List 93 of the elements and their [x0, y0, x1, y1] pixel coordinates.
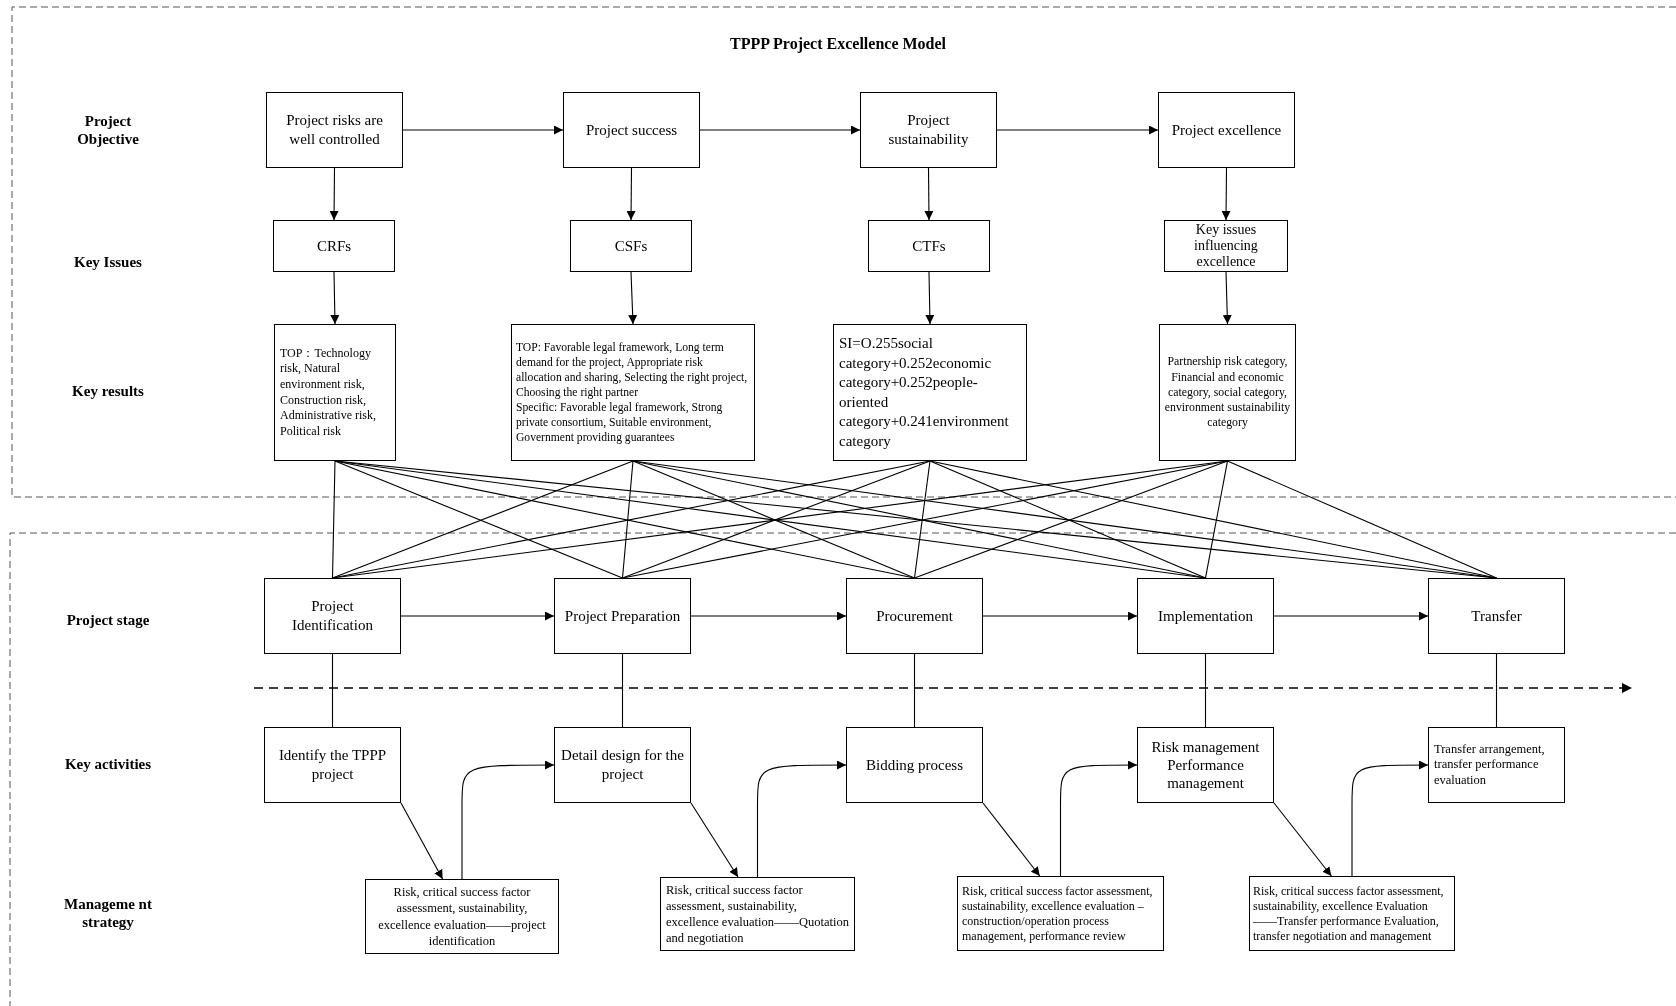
process-box: [957, 876, 1164, 951]
process-box: [563, 92, 700, 168]
arrow: [402, 125, 564, 135]
connector-line: [331, 460, 336, 579]
arrow: [690, 802, 739, 878]
row-label: Key results: [71, 382, 145, 400]
process-box: [511, 324, 755, 461]
box-text: Project Identification: [291, 597, 374, 635]
arrow: [982, 611, 1138, 621]
connector-line: [913, 653, 916, 728]
connector-line: [1226, 460, 1498, 579]
box-text: Project sustainability: [887, 111, 970, 149]
box-text: Key issues influencing excellence: [1193, 221, 1259, 271]
process-box: [1159, 324, 1296, 461]
row-label: Key activities: [63, 755, 153, 773]
row-label: Project stage: [65, 611, 151, 629]
process-box: [1428, 578, 1565, 654]
box-text: CTFs: [911, 237, 947, 255]
box-text: Transfer: [1470, 606, 1523, 626]
box-text: Risk, critical success factor assessment, sustainability, excellence evaluation——project identification: [377, 884, 547, 949]
process-box: [1158, 92, 1295, 168]
process-box: [1249, 876, 1455, 951]
box-text: Project excellence: [1170, 120, 1283, 140]
row-label: Project Objective: [76, 112, 140, 148]
row-label: Manageme nt strategy: [63, 895, 153, 931]
arrow: [1351, 760, 1429, 877]
box-text: Procurement: [875, 606, 954, 626]
arrow: [982, 802, 1041, 877]
box-text: SI=O.255social category+0.252economic category+0.252people-oriented category+0.241environment category: [839, 334, 1010, 451]
process-box: [860, 92, 997, 168]
process-box: [1428, 727, 1565, 803]
box-text: CRFs: [315, 237, 353, 255]
arrow: [330, 271, 340, 325]
process-box: [846, 578, 983, 654]
arrow: [1059, 760, 1138, 877]
arrow: [1273, 802, 1332, 877]
arrow: [329, 167, 339, 221]
box-text: Implementation: [1157, 606, 1254, 626]
row-label: Key Issues: [73, 253, 143, 271]
connector-line: [621, 460, 634, 579]
box-text: Partnership risk category, Financial and economic category, social category, environment sustainability category: [1164, 354, 1291, 431]
arrow: [461, 760, 555, 880]
arrow: [1221, 167, 1231, 221]
box-text: TOP: Favorable legal framework, Long term demand for the project, Appropriate risk allocation and sharing, Selecting the right project, Choosing the right partner: [516, 339, 749, 401]
connector-line: [331, 653, 334, 728]
process-box: [273, 220, 395, 272]
box-text: Identify the TPPP project: [277, 746, 388, 784]
box-text: Risk, critical success factor assessment, sustainability, excellence Evaluation——Transfer performance Evaluation, transfer negotiation and management: [1253, 883, 1445, 944]
process-box: [846, 727, 983, 803]
connector-line: [913, 460, 931, 579]
process-box: [264, 578, 401, 654]
arrow: [924, 167, 934, 221]
connector-line: [621, 653, 624, 728]
arrow: [925, 271, 935, 325]
arrow: [1222, 271, 1232, 325]
box-text: Specific: Favorable legal framework, Strong private consortium, Suitable environment, Government providing guarantees: [516, 400, 724, 446]
arrow: [626, 167, 636, 221]
process-box: [264, 727, 401, 803]
connector-line: [1204, 653, 1207, 728]
diagram-title: TPPP Project Excellence Model: [728, 35, 948, 53]
box-text: CSFs: [613, 237, 649, 255]
connector-line: [1204, 460, 1229, 579]
connector-line: [1495, 653, 1498, 728]
box-text: Risk, critical success factor assessment, sustainability, excellence evaluation – construction/operation process management, performance review: [962, 883, 1154, 944]
process-box: [1137, 727, 1274, 803]
arrow: [690, 611, 847, 621]
arrow: [400, 802, 444, 880]
process-box: [266, 92, 403, 168]
process-box: [868, 220, 990, 272]
arrow: [699, 125, 861, 135]
box-text: Risk, critical success factor assessment, sustainability, excellence evaluation——Quotation and negotiation: [666, 881, 849, 947]
process-box: [365, 879, 559, 954]
arrow: [400, 611, 555, 621]
arrow: [628, 271, 638, 325]
process-box: [660, 877, 855, 951]
process-box: [274, 324, 396, 461]
box-text: Transfer arrangement, transfer performance evaluation: [1434, 741, 1546, 789]
arrow: [996, 125, 1159, 135]
box-text: Project risks are well controlled: [285, 111, 384, 149]
process-box: [1164, 220, 1288, 272]
box-text: Risk management Performance management: [1150, 738, 1261, 792]
process-box: [1137, 578, 1274, 654]
box-text: TOP：Technology risk, Natural environment risk, Construction risk, Administrative risk, Political risk: [280, 345, 377, 440]
process-box: [570, 220, 692, 272]
box-text: Project Preparation: [563, 606, 682, 626]
box-text: Project success: [584, 120, 679, 140]
box-text: Detail design for the project: [561, 746, 684, 784]
arrow: [756, 760, 847, 878]
process-box: [554, 578, 691, 654]
arrow: [1273, 611, 1429, 621]
process-box: [554, 727, 691, 803]
box-text: Bidding process: [864, 755, 965, 775]
process-box: [833, 324, 1027, 461]
